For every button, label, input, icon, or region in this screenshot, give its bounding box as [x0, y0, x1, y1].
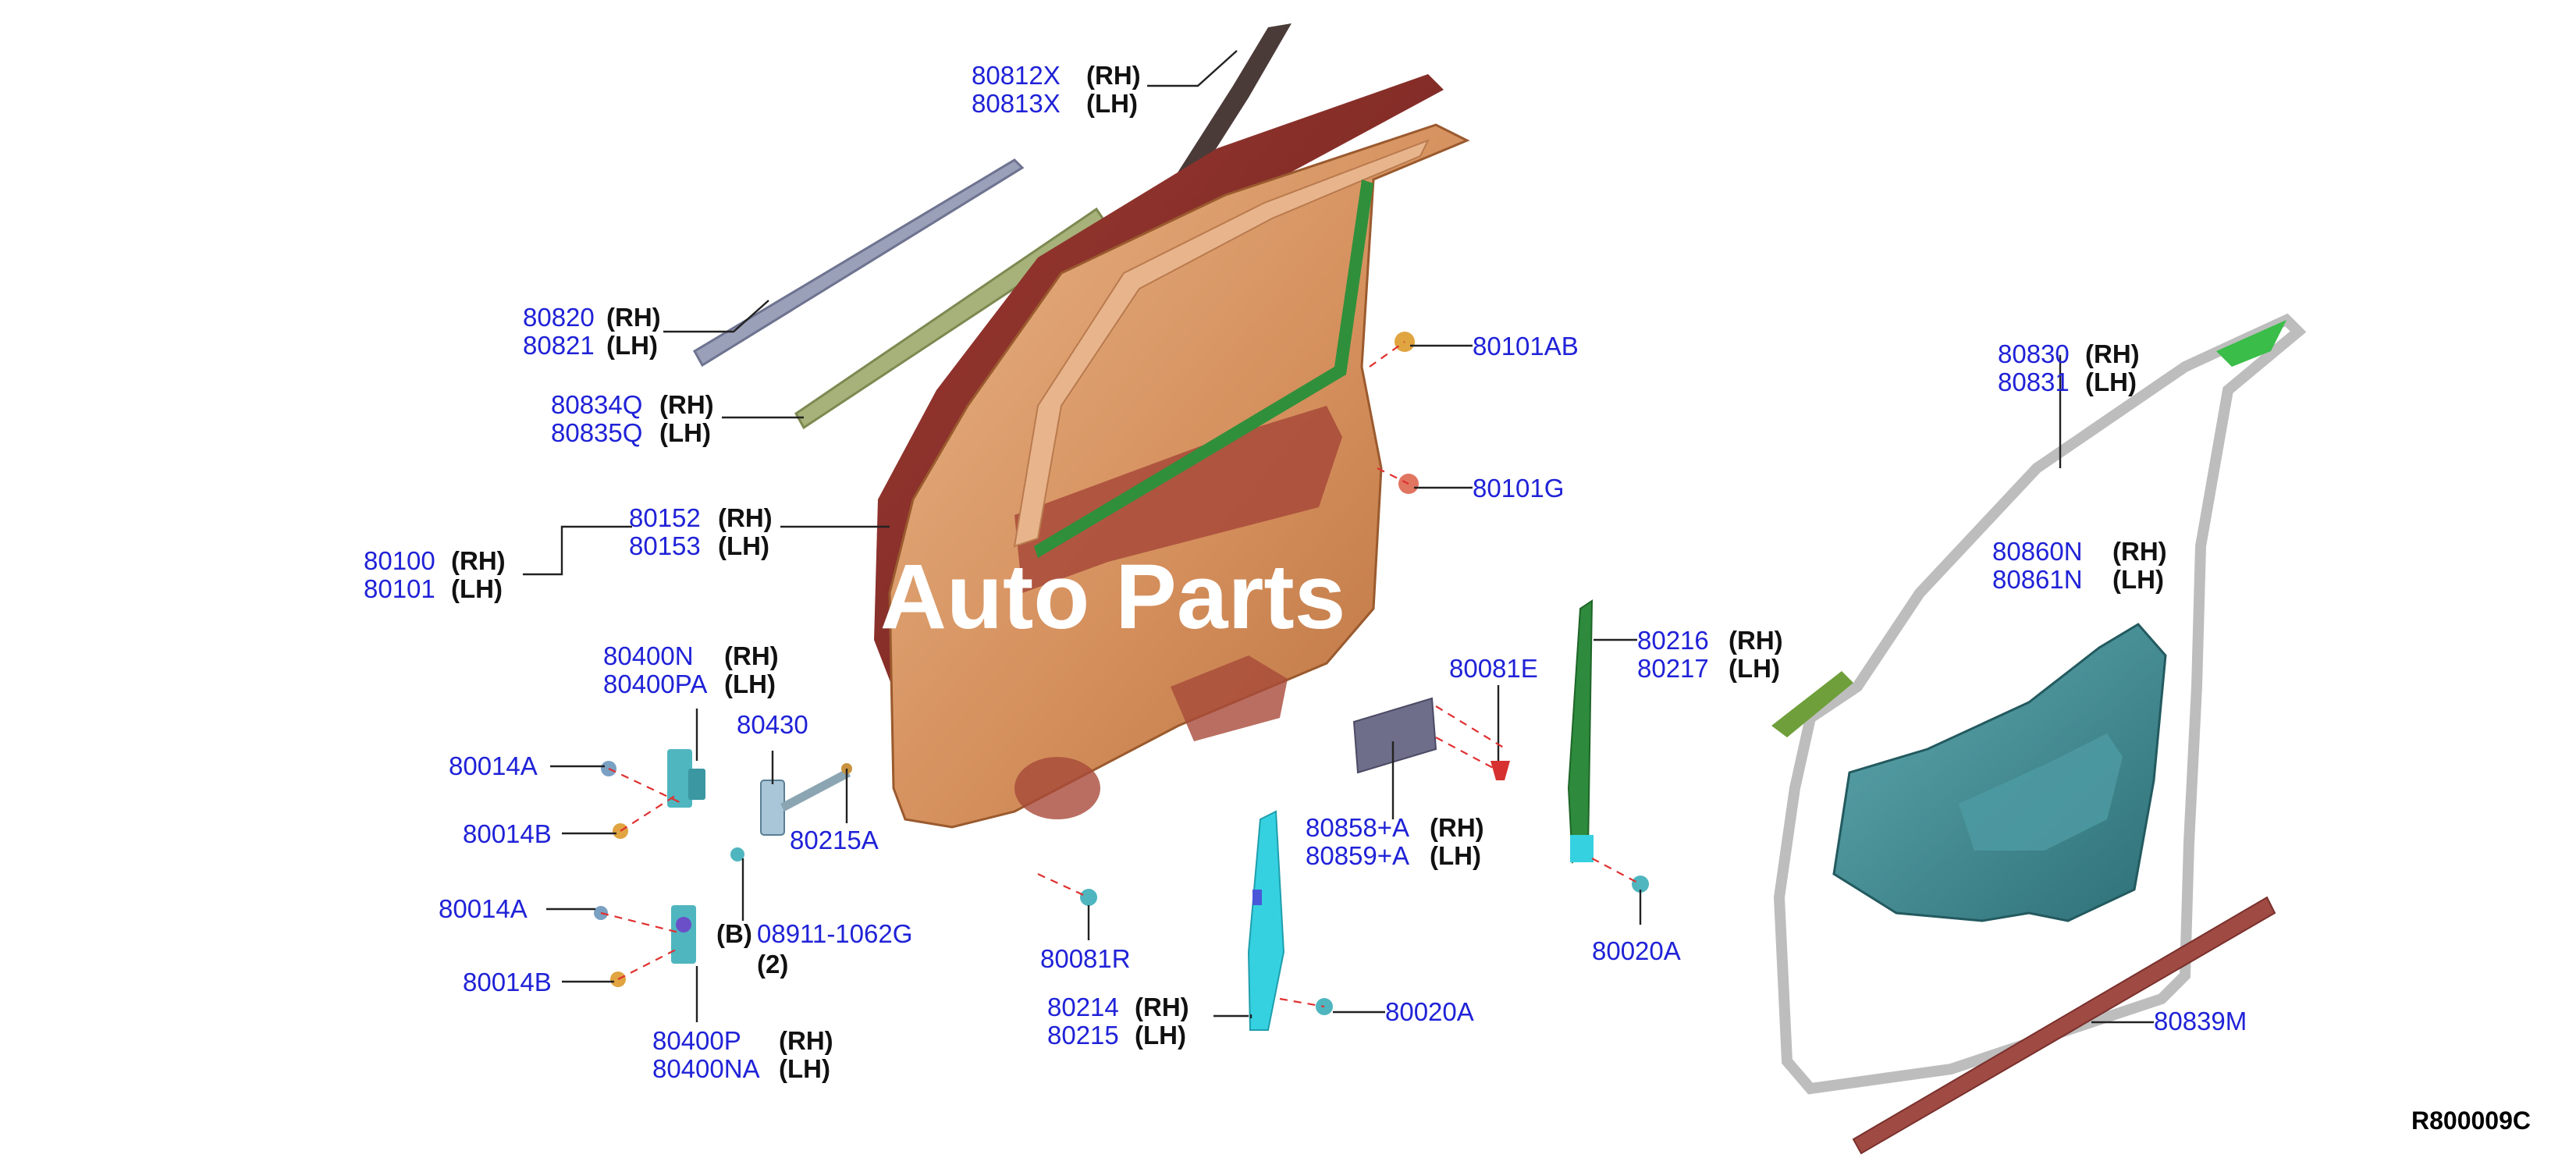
- label-80101: 80101: [364, 574, 435, 603]
- label-80820: 80820: [523, 303, 595, 332]
- label-80400NA: 80400NA: [652, 1054, 760, 1083]
- door-check-link-part: [760, 769, 851, 836]
- speaker-hole: [1014, 757, 1100, 819]
- label-80831-side: (LH): [2085, 368, 2137, 396]
- label-80014A-lower: 80014A: [439, 894, 528, 923]
- label-80215: 80215: [1047, 1021, 1119, 1050]
- label-80014B-upper: 80014B: [463, 819, 552, 848]
- label-80821-side: (LH): [606, 331, 658, 360]
- door-weatherstrip-part: [1773, 313, 2307, 1095]
- label-80813X-side: (LH): [1086, 89, 1138, 118]
- door-window-frame: [1013, 139, 1430, 548]
- bolt-quantity: (2): [757, 950, 788, 979]
- label-80830: 80830: [1998, 339, 2070, 368]
- label-80858A-side: (RH): [1430, 813, 1484, 842]
- pillar-clip: [1252, 890, 1262, 905]
- label-80153-side: (LH): [718, 531, 769, 560]
- label-80820-side: (RH): [606, 303, 661, 332]
- label-80101-side: (LH): [451, 574, 503, 603]
- label-80152: 80152: [629, 503, 701, 532]
- lower-molding-part: [1852, 896, 2276, 1155]
- label-80831: 80831: [1998, 368, 2070, 396]
- bolt-part-number: 08911-1062G: [757, 919, 912, 948]
- label-80430: 80430: [737, 710, 808, 739]
- glass-run-part: [692, 158, 1025, 368]
- label-80100: 80100: [364, 546, 435, 575]
- label-80020A-right: 80020A: [1592, 936, 1681, 965]
- label-80835Q: 80835Q: [551, 418, 642, 447]
- label-80859A: 80859+A: [1306, 841, 1409, 870]
- label-80835Q-side: (LH): [659, 418, 711, 447]
- label-80859A-side: (LH): [1430, 841, 1481, 870]
- label-80400N-side: (RH): [724, 641, 779, 670]
- speaker-module-part: [1352, 697, 1437, 774]
- lower-hinge-part: [671, 905, 696, 964]
- label-80400PA: 80400PA: [603, 670, 707, 698]
- label-80217: 80217: [1637, 654, 1709, 683]
- label-80400PA-side: (LH): [724, 670, 776, 698]
- label-80101AB: 80101AB: [1473, 332, 1579, 361]
- label-80020A-lower: 80020A: [1385, 997, 1474, 1026]
- label-80100-side: (RH): [451, 546, 506, 575]
- rear-edge-seal-part: [1567, 599, 1594, 864]
- label-80812X: 80812X: [972, 61, 1061, 90]
- label-80400P: 80400P: [652, 1026, 741, 1055]
- upper-hinge-part: [667, 749, 705, 808]
- door-trim-panel-part: [1832, 623, 2167, 922]
- label-80812X-side: (RH): [1086, 61, 1141, 90]
- label-80081E: 80081E: [1449, 654, 1538, 683]
- label-80834Q-side: (RH): [659, 390, 714, 419]
- label-80839M: 80839M: [2154, 1007, 2247, 1035]
- label-80813X: 80813X: [972, 89, 1061, 118]
- leader-lines: [523, 50, 2154, 1024]
- label-80153: 80153: [629, 531, 701, 560]
- label-80152-side: (RH): [718, 503, 773, 532]
- bolt-prefix: (B): [716, 919, 752, 948]
- label-80861N-side: (LH): [2112, 565, 2164, 594]
- diagram-reference-code: R800009C: [2411, 1106, 2531, 1135]
- label-80214-side: (RH): [1135, 993, 1189, 1021]
- pillar-garnish-part: [1247, 810, 1285, 1031]
- trim-armrest: [1959, 734, 2123, 851]
- door-inner-cutout-lower: [1171, 655, 1288, 741]
- weatherstrip-green-tip: [2216, 320, 2286, 367]
- label-80400NA-side: (LH): [779, 1054, 830, 1083]
- label-80400N: 80400N: [603, 641, 694, 670]
- label-80860N-side: (RH): [2112, 537, 2167, 566]
- door-inner-cutout: [1014, 406, 1342, 593]
- weatherstrip-green-tip-lower: [1771, 671, 1853, 737]
- label-80858A: 80858+A: [1306, 813, 1409, 842]
- label-80821: 80821: [523, 331, 595, 360]
- label-80014B-lower: 80014B: [463, 968, 552, 996]
- label-80400P-side: (RH): [779, 1026, 833, 1055]
- label-80214: 80214: [1047, 993, 1119, 1021]
- label-80834Q: 80834Q: [551, 390, 642, 419]
- label-80861N: 80861N: [1992, 565, 2083, 594]
- label-80216: 80216: [1637, 626, 1709, 655]
- label-80101G: 80101G: [1473, 474, 1564, 503]
- label-80215-side: (LH): [1135, 1021, 1186, 1050]
- label-80014A-upper: 80014A: [449, 751, 538, 780]
- label-80216-side: (RH): [1729, 626, 1783, 655]
- watermark: t Auto Parts: [827, 545, 1345, 648]
- label-80217-side: (LH): [1729, 654, 1780, 683]
- label-80860N: 80860N: [1992, 537, 2083, 566]
- label-80081R: 80081R: [1040, 944, 1131, 973]
- dashed-fastener-paths: [600, 341, 1641, 1008]
- label-80830-side: (RH): [2085, 339, 2140, 368]
- seal-clip: [1570, 835, 1594, 862]
- label-80215A: 80215A: [790, 826, 879, 854]
